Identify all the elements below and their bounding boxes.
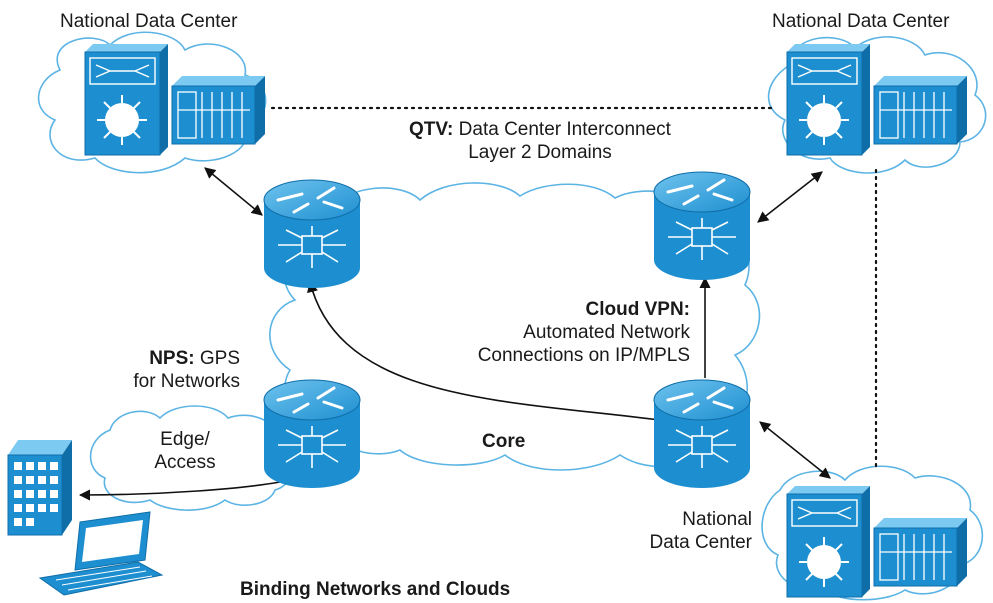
router-icon — [653, 171, 751, 280]
label-vpn-title: Cloud VPN: — [585, 299, 691, 320]
label-ndc-top-right: National Data Center — [772, 11, 950, 32]
label-ndc-bottom: National Data Center — [610, 508, 752, 554]
label-nps: NPS: GPS for Networks — [100, 347, 240, 393]
label-qtv-line2: Layer 2 Domains — [468, 142, 612, 163]
label-ndc-bottom-line2: Data Center — [649, 532, 752, 553]
label-edge-line1: Edge/ — [160, 429, 210, 450]
router-icon — [653, 379, 751, 488]
server-rack-icon — [873, 518, 967, 587]
label-vpn-line3: Connections on IP/MPLS — [477, 345, 690, 366]
label-edge-access: Edge/ Access — [120, 428, 250, 474]
building-icon — [7, 440, 72, 536]
label-nps-line2: for Networks — [133, 371, 240, 392]
label-ndc-bottom-line1: National — [682, 509, 752, 530]
label-ndc-top-left: National Data Center — [60, 11, 238, 32]
label-nps-text: GPS — [194, 348, 240, 369]
server-rack-icon — [171, 76, 265, 145]
switch-icon — [786, 44, 870, 156]
server-rack-icon — [873, 76, 967, 145]
label-nps-title: NPS: — [149, 348, 195, 369]
label-qtv: QTV: Data Center Interconnect Layer 2 Do… — [380, 118, 700, 164]
router-icon — [263, 379, 361, 488]
router-icon — [263, 179, 361, 288]
label-edge-line2: Access — [154, 452, 216, 473]
label-qtv-title: QTV: — [409, 119, 454, 140]
switch-icon — [84, 44, 168, 156]
label-qtv-text: Data Center Interconnect — [453, 119, 671, 140]
laptop-icon — [38, 511, 164, 596]
label-core: Core — [482, 431, 526, 452]
label-cloud-vpn: Cloud VPN: Automated Network Connections… — [400, 298, 690, 367]
switch-icon — [786, 486, 870, 598]
caption: Binding Networks and Clouds — [240, 579, 511, 600]
label-vpn-line2: Automated Network — [523, 322, 690, 343]
cloud-icon — [89, 405, 294, 511]
